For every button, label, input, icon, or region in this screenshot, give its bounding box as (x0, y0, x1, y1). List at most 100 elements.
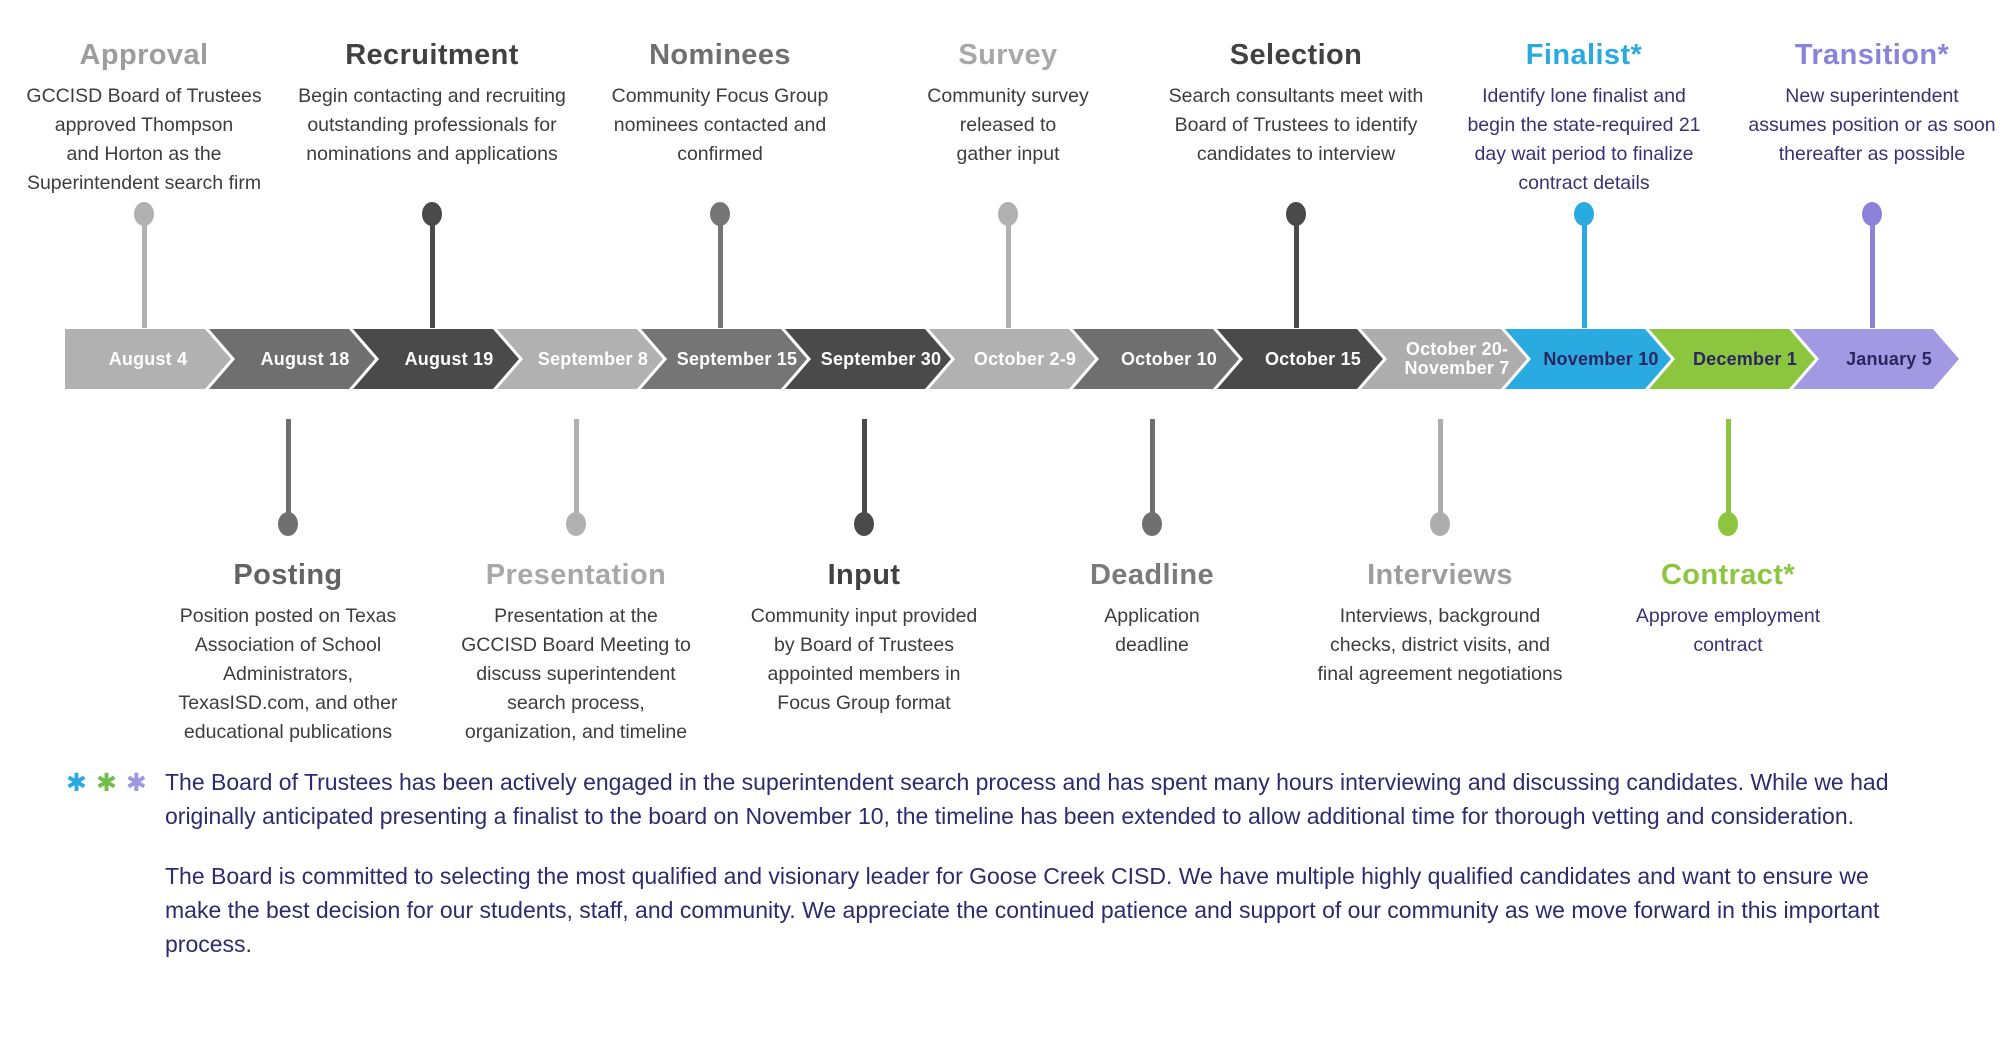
timeline-date-label: August 18 (260, 348, 350, 369)
milestone-description: Application deadline (1104, 605, 1200, 656)
milestone-description: Approve employment contract (1635, 605, 1821, 656)
pin-selection (1286, 202, 1306, 328)
timeline-chevron-october-2-9: October 2-9 (929, 329, 1095, 389)
timeline-date-label: October 10 (1120, 348, 1218, 369)
timeline-date-label: October 2-9 (973, 348, 1077, 369)
timeline-chevron-november-10: November 10 (1505, 329, 1671, 389)
pin-posting (278, 419, 298, 537)
timeline-date-label: November 10 (1543, 348, 1659, 369)
timeline-date-label: December 1 (1692, 348, 1798, 369)
asterisk-purple-icon: ✱ (125, 769, 156, 797)
pin-head (1430, 512, 1450, 536)
milestone-title: Selection (1229, 39, 1363, 71)
timeline-date-label: September 15 (676, 348, 798, 369)
milestone-deadline: Deadline Application deadline (1009, 558, 1295, 660)
pin-interviews (1430, 419, 1450, 537)
pin-stem (285, 419, 291, 519)
milestone-title: Interviews (1367, 559, 1513, 591)
pin-head (566, 512, 586, 536)
footnote-paragraph-2: The Board is committed to selecting the … (165, 863, 1880, 957)
milestone-title: Finalist* (1525, 39, 1643, 71)
milestone-input: Input Community input provided by Board … (721, 558, 1007, 718)
pin-stem (1005, 222, 1011, 328)
milestone-title: Nominees (649, 39, 791, 71)
milestone-description: Position posted on Texas Association of … (178, 605, 398, 743)
milestone-title: Survey (958, 39, 1058, 71)
timeline-chevron-october-10: October 10 (1073, 329, 1239, 389)
pin-recruitment (422, 202, 442, 328)
pin-survey (998, 202, 1018, 328)
pin-stem (573, 419, 579, 519)
milestone-description: Community survey released to gather inpu… (927, 85, 1089, 165)
pin-stem (1437, 419, 1443, 519)
milestone-description: Community input provided by Board of Tru… (750, 605, 978, 714)
pin-deadline (1142, 419, 1162, 537)
pin-stem (717, 222, 723, 328)
milestone-title: Recruitment (345, 39, 519, 71)
timeline-chevron-august-4: August 4 (65, 329, 231, 389)
milestone-description: Interviews, background checks, district … (1317, 605, 1563, 685)
pin-head (1862, 202, 1882, 226)
milestone-finalist: Finalist* Identify lone finalist and beg… (1441, 38, 1727, 198)
milestone-title: Approval (79, 39, 209, 71)
timeline-date-label: September 8 (537, 348, 649, 369)
timeline-date-label: September 30 (820, 348, 942, 369)
timeline-chevron-september-30: September 30 (785, 329, 951, 389)
pin-stem (861, 419, 867, 519)
timeline-chevron-december-1: December 1 (1649, 329, 1815, 389)
milestone-title: Input (827, 559, 901, 591)
pin-finalist (1574, 202, 1594, 328)
timeline-chevron-october-15: October 15 (1217, 329, 1383, 389)
milestone-description: Presentation at the GCCISD Board Meeting… (461, 605, 691, 743)
pin-head (1718, 512, 1738, 536)
footnote-paragraph-1: The Board of Trustees has been actively … (165, 769, 1889, 829)
timeline-date-label: October 15 (1264, 348, 1362, 369)
timeline-chevron-october-20-november-7: October 20- November 7 (1361, 329, 1527, 389)
milestone-presentation: Presentation Presentation at the GCCISD … (433, 558, 719, 747)
pin-stem (429, 222, 435, 328)
milestone-selection: Selection Search consultants meet with B… (1153, 38, 1439, 169)
milestone-transition: Transition* New superintendent assumes p… (1729, 38, 2000, 169)
milestone-survey: Survey Community survey released to gath… (865, 38, 1151, 169)
pin-stem (1149, 419, 1155, 519)
timeline-date-label: October 20- November 7 (1404, 339, 1510, 378)
pin-stem (1725, 419, 1731, 519)
milestone-contract: Contract* Approve employment contract (1585, 558, 1871, 660)
pin-head (710, 202, 730, 226)
footnote-asterisks: ✱✱✱ (66, 768, 156, 798)
milestone-title: Presentation (485, 559, 667, 591)
milestone-title: Posting (233, 559, 343, 591)
pin-contract (1718, 419, 1738, 537)
milestone-approval: Approval GCCISD Board of Trustees approv… (1, 38, 287, 198)
timeline-chevron-january-5: January 5 (1793, 329, 1959, 389)
pin-input (854, 419, 874, 537)
pin-head (134, 202, 154, 226)
asterisk-green-icon: ✱ (95, 769, 126, 797)
milestone-description: Community Focus Group nominees contacted… (611, 85, 829, 165)
timeline-chevron-august-19: August 19 (353, 329, 519, 389)
pin-nominees (710, 202, 730, 328)
pin-transition (1862, 202, 1882, 328)
milestone-title: Contract* (1660, 559, 1796, 591)
asterisk-blue-icon: ✱ (66, 769, 96, 797)
milestone-description: New superintendent assumes position or a… (1748, 85, 1996, 165)
pin-presentation (566, 419, 586, 537)
milestone-description: Identify lone finalist and begin the sta… (1467, 85, 1701, 194)
pin-head (1574, 202, 1594, 226)
milestone-nominees: Nominees Community Focus Group nominees … (577, 38, 863, 169)
pin-head (422, 202, 442, 226)
pin-head (998, 202, 1018, 226)
milestone-recruitment: Recruitment Begin contacting and recruit… (289, 38, 575, 169)
timeline-chevron-august-18: August 18 (209, 329, 375, 389)
milestone-posting: Posting Position posted on Texas Associa… (145, 558, 431, 747)
milestone-title: Deadline (1089, 559, 1215, 591)
pin-head (854, 512, 874, 536)
pin-head (1142, 512, 1162, 536)
footnote-text: The Board of Trustees has been actively … (165, 765, 1905, 987)
milestone-title: Transition* (1794, 39, 1950, 71)
pin-stem (1293, 222, 1299, 328)
milestone-description: GCCISD Board of Trustees approved Thomps… (26, 85, 262, 194)
timeline-chevron-september-8: September 8 (497, 329, 663, 389)
timeline-date-label: August 4 (108, 348, 188, 369)
